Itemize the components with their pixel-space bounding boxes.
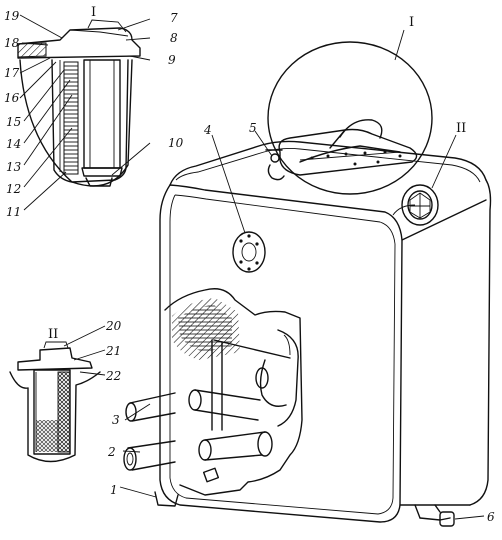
detail-mark-two-detail: II (48, 327, 58, 342)
callout-15: 15 (6, 115, 21, 129)
fuel-tank (123, 41, 492, 527)
callout-11: 11 (6, 205, 21, 219)
callout-7: 7 (170, 11, 178, 25)
detail-mark-one-detail: I (91, 5, 96, 20)
callout-4: 4 (203, 123, 212, 137)
callout-12: 12 (6, 182, 21, 196)
detail-two (9, 341, 101, 463)
callout-5: 5 (249, 121, 257, 135)
callout-3: 3 (112, 413, 120, 427)
callout-20: 20 (105, 319, 122, 333)
callout-9: 9 (168, 53, 176, 67)
detail-one (17, 19, 141, 187)
detail-mark-one-top: I (409, 15, 414, 30)
callout-16: 16 (4, 91, 20, 105)
gauge-flange (232, 231, 266, 273)
detail-mark-two-tank: II (456, 121, 466, 136)
callout-22: 22 (105, 369, 121, 383)
callout-2: 2 (107, 445, 116, 459)
callout-13: 13 (6, 160, 22, 174)
callout-1: 1 (110, 483, 118, 497)
filler-neck (401, 184, 439, 226)
callout-19: 19 (4, 9, 20, 23)
callout-21: 21 (105, 344, 121, 358)
detail-circle-one (267, 41, 433, 195)
callout-14: 14 (6, 137, 21, 151)
callout-18: 18 (4, 36, 20, 50)
callout-6: 6 (487, 510, 495, 524)
callout-8: 8 (170, 31, 178, 45)
callout-10: 10 (168, 136, 184, 150)
filler-cap-assembly (265, 119, 418, 181)
leader-lines (19, 14, 485, 520)
callout-17: 17 (4, 66, 20, 80)
